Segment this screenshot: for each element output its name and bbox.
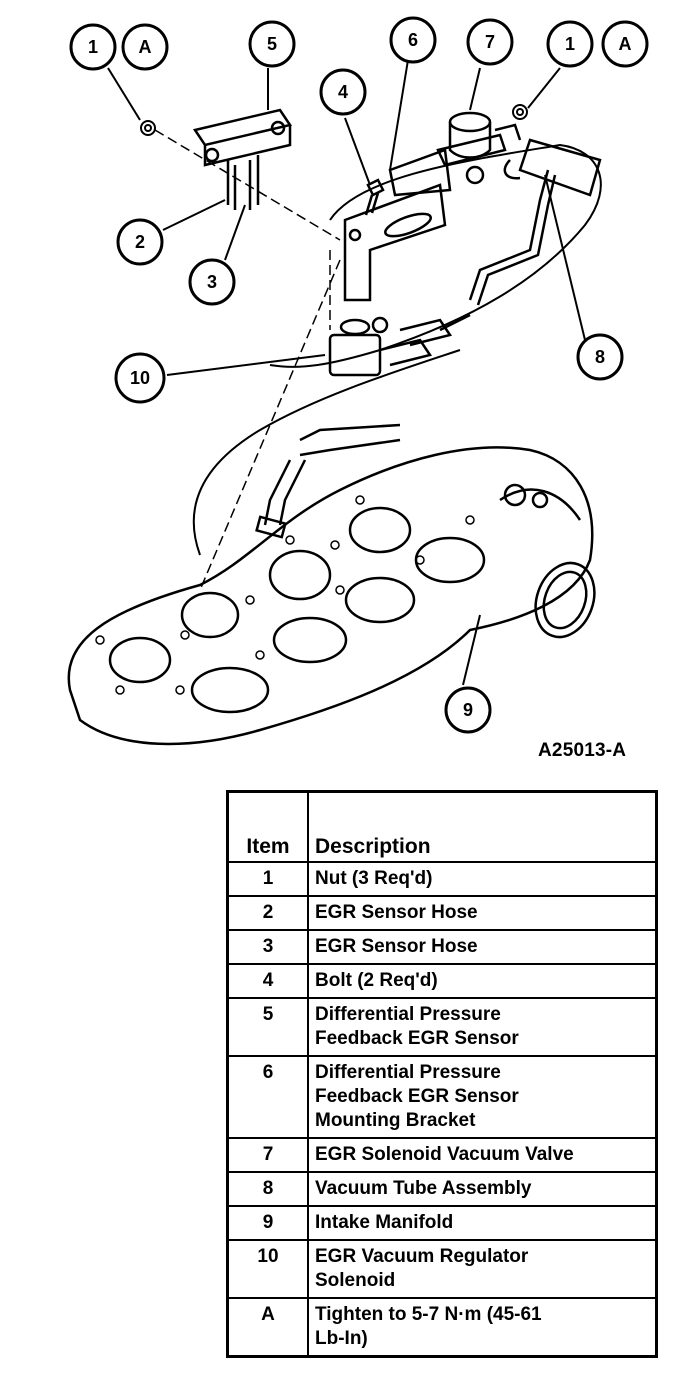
table-row: 3 EGR Sensor Hose [226,929,658,965]
callout-4: 4 [319,68,367,116]
mounting-bracket [343,148,452,302]
callout-3: 3 [188,258,236,306]
item-number-cell: 9 [226,1205,309,1241]
callout-6: 6 [389,16,437,64]
svg-text:9: 9 [463,700,473,720]
description-line: Feedback EGR Sensor [315,1028,519,1049]
figure-id: A25013-A [538,740,627,761]
table-row: 7 EGR Solenoid Vacuum Valve [226,1137,658,1173]
vacuum-tube-connector [468,138,602,306]
description-line: EGR Solenoid Vacuum Valve [315,1144,574,1165]
description-cell: Intake Manifold [307,1205,658,1241]
nuts [140,104,528,136]
svg-text:2: 2 [135,232,145,252]
svg-text:A: A [139,37,152,57]
svg-text:1: 1 [88,37,98,57]
leader-lines [107,59,586,686]
item-number-cell: 7 [226,1137,309,1173]
callout-8: 8 [576,333,624,381]
description-cell: Bolt (2 Req'd) [307,963,658,999]
description-line: Solenoid [315,1270,396,1291]
item-number-cell: A [226,1297,309,1358]
callout-7: 7 [466,18,514,66]
callout-a-left: A [121,23,169,71]
description-cell: EGR Sensor Hose [307,929,658,965]
assembly-outline [269,143,602,368]
description-line: Bolt (2 Req'd) [315,970,438,991]
alignment-lines [154,129,341,591]
bolt [364,178,385,216]
intake-manifold-ports [108,506,486,714]
table-row: 1 Nut (3 Req'd) [226,861,658,897]
description-cell: Vacuum Tube Assembly [307,1171,658,1207]
table-row: 9 Intake Manifold [226,1205,658,1241]
table-row: 2 EGR Sensor Hose [226,895,658,931]
description-column-header: Description [307,790,658,863]
svg-text:4: 4 [338,82,348,102]
manifold-hoses [255,423,401,539]
callout-1-right: 1 [546,20,594,68]
solenoid-valve [436,111,522,185]
description-line: EGR Vacuum Regulator [315,1246,529,1267]
table-row: 8 Vacuum Tube Assembly [226,1171,658,1207]
description-line: Nut (3 Req'd) [315,868,433,889]
callout-5: 5 [248,20,296,68]
callout-9: 9 [444,686,492,734]
svg-text:A: A [619,34,632,54]
description-line: Vacuum Tube Assembly [315,1178,532,1199]
manifold-top-edge [192,349,461,556]
svg-text:3: 3 [207,272,217,292]
svg-text:6: 6 [408,30,418,50]
item-number-cell: 2 [226,895,309,931]
item-number-cell: 5 [226,997,309,1057]
item-column-header: Item [226,790,309,863]
callout-1-left: 1 [69,23,117,71]
item-number-cell: 6 [226,1055,309,1139]
vacuum-regulator-solenoid [328,313,471,377]
description-cell: EGR Solenoid Vacuum Valve [307,1137,658,1173]
table-row: 4 Bolt (2 Req'd) [226,963,658,999]
throttle-body [499,483,596,639]
manifold-bolt-holes [95,495,475,695]
item-number-cell: 3 [226,929,309,965]
egr-sensor [192,108,293,210]
description-line: EGR Sensor Hose [315,902,478,923]
svg-text:10: 10 [130,368,150,388]
item-number-cell: 8 [226,1171,309,1207]
description-cell: EGR Sensor Hose [307,895,658,931]
description-line: Differential Pressure [315,1004,501,1025]
item-number-cell: 1 [226,861,309,897]
table-header-row: Item Description [226,790,658,863]
svg-text:7: 7 [485,32,495,52]
callout-10: 10 [114,352,166,404]
description-line: Mounting Bracket [315,1110,476,1131]
svg-text:5: 5 [267,34,277,54]
exploded-view-diagram: 1 A 5 6 7 1 A 4 2 3 10 8 9 [67,16,649,746]
description-line: EGR Sensor Hose [315,936,478,957]
callouts: 1 A 5 6 7 1 A 4 2 3 10 8 9 [69,16,649,734]
manifold-outline [67,446,594,746]
description-line: Lb-In) [315,1328,368,1349]
description-line: Intake Manifold [315,1212,454,1233]
description-line: Tighten to 5-7 N·m (45-61 [315,1304,542,1325]
description-line: Feedback EGR Sensor [315,1086,519,1107]
item-number-cell: 4 [226,963,309,999]
callout-a-right: A [601,20,649,68]
callout-2: 2 [116,218,164,266]
item-number-cell: 10 [226,1239,309,1299]
description-cell: Nut (3 Req'd) [307,861,658,897]
description-line: Differential Pressure [315,1062,501,1083]
svg-text:1: 1 [565,34,575,54]
svg-text:8: 8 [595,347,605,367]
